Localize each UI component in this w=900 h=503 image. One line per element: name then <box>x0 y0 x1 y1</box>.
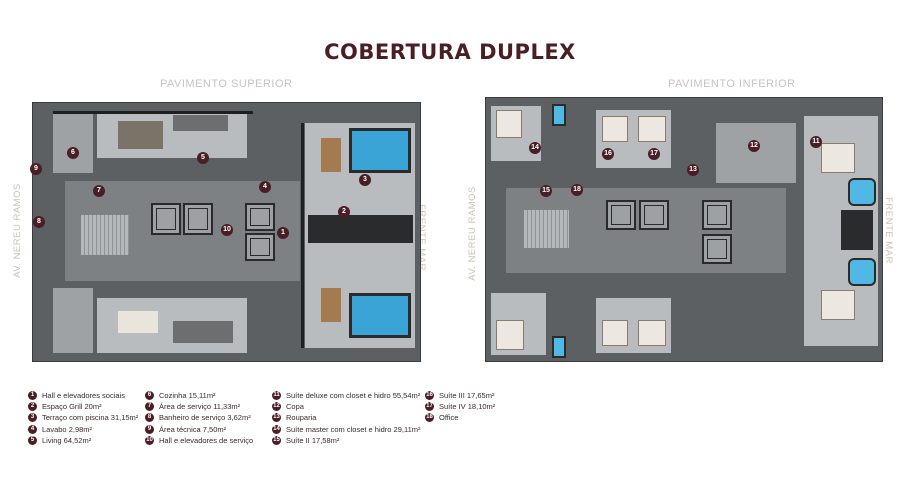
terrace-table-bottom <box>321 288 341 322</box>
lower-floor-plan: 11 12 13 14 15 16 17 18 <box>485 97 883 362</box>
marker-14: 14 <box>529 142 541 154</box>
grill-area <box>308 215 413 243</box>
marker-13: 13 <box>687 164 699 176</box>
stairs-upper <box>81 215 129 255</box>
marker-11: 11 <box>810 136 822 148</box>
bathtub-suite-master <box>552 104 566 126</box>
bed-suite-master <box>496 110 522 138</box>
marker-3: 3 <box>359 174 371 186</box>
lower-elevator-3 <box>702 200 732 230</box>
marker-4: 4 <box>259 181 271 193</box>
marker-7: 7 <box>93 185 105 197</box>
bed-suite-3 <box>602 116 628 142</box>
hydro-top <box>848 178 876 206</box>
bathtub-bottom <box>552 336 566 358</box>
marker-16: 16 <box>602 148 614 160</box>
lower-elevator-4 <box>702 234 732 264</box>
bed-bottom-left <box>496 320 524 350</box>
bed-bottom-middle-1 <box>602 320 628 346</box>
stairs-lower <box>524 210 569 248</box>
marker-5: 5 <box>197 152 209 164</box>
marker-8: 8 <box>33 216 45 228</box>
marker-18: 18 <box>571 184 583 196</box>
pool-bottom <box>349 293 411 338</box>
dining-table-bottom <box>118 311 158 333</box>
page-title: COBERTURA DUPLEX <box>324 40 576 64</box>
sofa-bottom <box>173 321 233 343</box>
right-street-label-lower: FRENTE MAR <box>882 197 894 264</box>
marker-6: 6 <box>67 147 79 159</box>
left-street-label-lower: AV. NEREU RAMOS <box>466 186 478 281</box>
kitchen <box>53 113 93 173</box>
lower-elevator-2 <box>639 200 669 230</box>
bed-suite-4 <box>638 116 666 142</box>
terrace-table-top <box>321 138 341 172</box>
lower-floor-label: PAVIMENTO INFERIOR <box>668 78 796 90</box>
service-elevator-1 <box>151 203 181 235</box>
marker-17: 17 <box>648 148 660 160</box>
hydro-bottom <box>848 258 876 286</box>
service-elevator-2 <box>183 203 213 235</box>
bed-suite-deluxe <box>821 143 855 173</box>
upper-floor-plan: 1 2 3 4 5 6 7 8 9 10 <box>30 102 421 362</box>
pool-top <box>349 128 411 173</box>
marker-9: 9 <box>30 163 42 175</box>
marker-12: 12 <box>748 140 760 152</box>
marker-10: 10 <box>221 224 233 236</box>
dining-table-top <box>118 121 163 149</box>
left-street-label-upper: AV. NEREU RAMOS <box>11 183 23 278</box>
marker-2: 2 <box>338 206 350 218</box>
social-elevator-2 <box>245 233 275 261</box>
lower-elevator-1 <box>606 200 636 230</box>
marker-15: 15 <box>540 185 552 197</box>
social-elevator-1 <box>245 203 275 231</box>
bed-suite-deluxe-2 <box>821 290 855 320</box>
sofa-top <box>173 115 228 131</box>
central-core-right <box>841 210 873 250</box>
upper-floor-label: PAVIMENTO SUPERIOR <box>160 78 293 90</box>
marker-1: 1 <box>277 227 289 239</box>
kitchen-bottom <box>53 288 93 353</box>
copa <box>716 123 796 183</box>
bed-bottom-middle-2 <box>638 320 666 346</box>
